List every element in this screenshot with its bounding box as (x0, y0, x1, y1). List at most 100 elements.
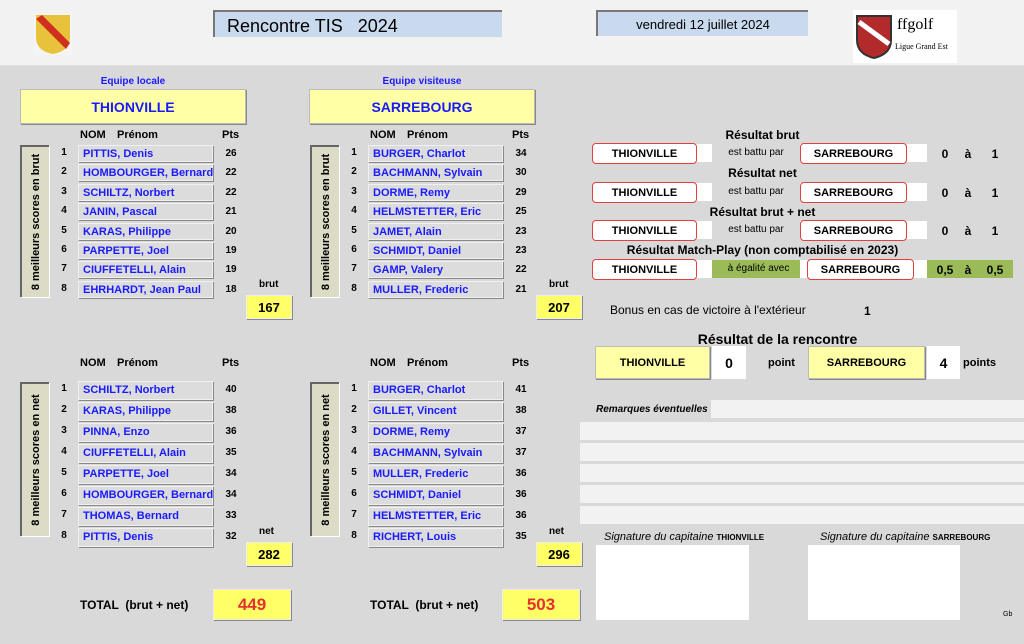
player-name[interactable]: CIUFFETELLI, Alain (78, 444, 213, 463)
player-name[interactable]: BACHMANN, Sylvain (368, 444, 503, 463)
final-home-team: THIONVILLE (595, 346, 710, 379)
player-name[interactable]: MULLER, Frederic (368, 281, 503, 298)
away-team-label: Equipe visiteuse (382, 76, 462, 87)
player-rank: 3 (351, 186, 357, 197)
away-signature-label: Signature du capitaine SARREBOURG (820, 531, 991, 543)
player-row: 4 BACHMANN, Sylvain 37 (347, 444, 867, 463)
player-points: 23 (515, 226, 527, 237)
result-away-score: 0,5 (986, 263, 1004, 277)
player-name[interactable]: SCHILTZ, Norbert (78, 381, 213, 400)
home-signature-label: Signature du capitaine THIONVILLE (604, 531, 765, 543)
player-row: 6 PARPETTE, Joel 19 (57, 242, 577, 259)
player-points: 41 (515, 384, 527, 395)
away-total-value: 503 (502, 589, 580, 620)
player-name[interactable]: SCHILTZ, Norbert (78, 184, 213, 201)
player-points: 38 (515, 405, 527, 416)
remarks-line[interactable] (580, 443, 1024, 461)
away-signature-box[interactable] (808, 545, 960, 620)
player-points: 35 (515, 531, 527, 542)
player-name[interactable]: PARPETTE, Joel (78, 242, 213, 259)
player-rank: 5 (351, 467, 357, 478)
page-title: Rencontre TIS 2024 (213, 10, 502, 37)
home-signature-box[interactable] (596, 545, 749, 620)
player-row: 8 MULLER, Frederic 21 (347, 281, 867, 298)
remarks-line[interactable] (580, 422, 1024, 440)
final-away-team: SARREBOURG (808, 346, 925, 379)
result-title: Résultat net (728, 166, 797, 180)
player-row: 2 BACHMANN, Sylvain 30 (347, 164, 867, 181)
player-points: 38 (225, 405, 237, 416)
player-points: 21 (225, 206, 237, 217)
remarks-line[interactable] (580, 464, 1024, 482)
player-row: 3 DORME, Remy 37 (347, 423, 867, 442)
player-rank: 2 (61, 166, 67, 177)
player-row: 5 JAMET, Alain 23 (347, 223, 867, 240)
player-row: 7 CIUFFETELLI, Alain 19 (57, 261, 577, 278)
player-name[interactable]: HELMSTETTER, Eric (368, 507, 503, 526)
bonus-value: 1 (864, 304, 871, 318)
player-name[interactable]: DORME, Remy (368, 423, 503, 442)
player-rank: 1 (61, 147, 67, 158)
lorraine-coat-of-arms-icon (34, 13, 72, 55)
player-name[interactable]: GAMP, Valery (368, 261, 503, 278)
player-name[interactable]: KARAS, Philippe (78, 223, 213, 240)
player-name[interactable]: HOMBOURGER, Bernard (78, 164, 213, 181)
player-rank: 8 (61, 283, 67, 294)
player-rank: 4 (351, 205, 357, 216)
result-home-team: THIONVILLE (592, 182, 697, 203)
column-header-prenom: Prénom (407, 129, 448, 141)
net-home-total: 282 (246, 542, 292, 566)
player-rank: 8 (351, 530, 357, 541)
player-name[interactable]: RICHERT, Louis (368, 528, 503, 547)
home-total-label: TOTAL (brut + net) (80, 598, 189, 612)
player-rank: 6 (351, 244, 357, 255)
result-separator: à (964, 186, 972, 200)
player-name[interactable]: THOMAS, Bernard (78, 507, 213, 526)
player-name[interactable]: PARPETTE, Joel (78, 465, 213, 484)
player-name[interactable]: BACHMANN, Sylvain (368, 164, 503, 181)
player-rank: 6 (61, 488, 67, 499)
player-name[interactable]: GILLET, Vincent (368, 402, 503, 421)
brut-side-label: 8 meilleurs scores en brut (310, 145, 339, 297)
remarks-line[interactable] (580, 485, 1024, 503)
away-team-name[interactable]: SARREBOURG (309, 89, 535, 124)
player-row: 5 KARAS, Philippe 20 (57, 223, 577, 240)
result-away-team: SARREBOURG (800, 143, 907, 164)
player-name[interactable]: BURGER, Charlot (368, 381, 503, 400)
player-points: 35 (225, 447, 237, 458)
player-name[interactable]: SCHMIDT, Daniel (368, 486, 503, 505)
player-points: 34 (225, 468, 237, 479)
result-separator: à (964, 147, 972, 161)
remarks-field[interactable] (711, 400, 1024, 418)
home-team-name[interactable]: THIONVILLE (20, 89, 246, 124)
player-points: 34 (225, 489, 237, 500)
player-name[interactable]: DORME, Remy (368, 184, 503, 201)
player-name[interactable]: PITTIS, Denis (78, 145, 213, 162)
player-rank: 8 (351, 283, 357, 294)
player-name[interactable]: PITTIS, Denis (78, 528, 213, 547)
player-name[interactable]: JAMET, Alain (368, 223, 503, 240)
player-name[interactable]: KARAS, Philippe (78, 402, 213, 421)
logo-text: ffgolf (897, 16, 934, 33)
player-name[interactable]: HELMSTETTER, Eric (368, 203, 503, 220)
remarks-line[interactable] (580, 506, 1024, 524)
player-name[interactable]: SCHMIDT, Daniel (368, 242, 503, 259)
player-name[interactable]: BURGER, Charlot (368, 145, 503, 162)
player-rank: 8 (61, 530, 67, 541)
result-away-team: SARREBOURG (807, 259, 914, 280)
player-name[interactable]: JANIN, Pascal (78, 203, 213, 220)
player-name[interactable]: PINNA, Enzo (78, 423, 213, 442)
player-points: 33 (225, 510, 237, 521)
player-row: 7 THOMAS, Bernard 33 (57, 507, 577, 526)
player-name[interactable]: EHRHARDT, Jean Paul (78, 281, 213, 298)
player-name[interactable]: MULLER, Frederic (368, 465, 503, 484)
player-rank: 3 (61, 425, 67, 436)
column-header-pts: Pts (222, 129, 240, 141)
column-header-pts: Pts (512, 357, 530, 369)
column-header-pts: Pts (512, 129, 530, 141)
player-name[interactable]: CIUFFETELLI, Alain (78, 261, 213, 278)
result-title: Résultat Match-Play (non comptabilisé en… (626, 243, 899, 257)
player-name[interactable]: HOMBOURGER, Bernard (78, 486, 213, 505)
match-date: vendredi 12 juillet 2024 (596, 10, 808, 36)
column-header-prenom: Prénom (407, 357, 448, 369)
